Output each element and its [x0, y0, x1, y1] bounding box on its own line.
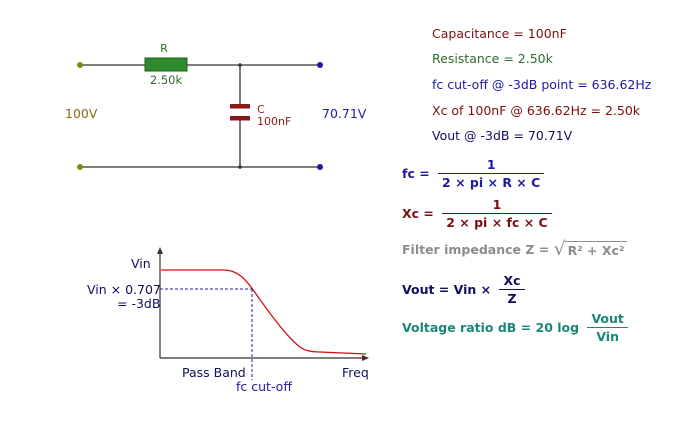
voltage-ratio-denominator: Vin	[596, 329, 619, 344]
capacitor-value: 100nF	[257, 115, 291, 128]
fc-formula-lhs: fc =	[402, 166, 430, 181]
xc-formula-denominator: 2 × pi × fc × C	[446, 215, 548, 230]
impedance-radicand: R² + Xc²	[564, 241, 628, 258]
capacitor-plate-bottom	[230, 116, 250, 121]
capacitance-result: Capacitance = 100nF	[432, 26, 567, 41]
level-label-line2: = -3dB	[117, 296, 160, 311]
resistor-label: R	[160, 42, 168, 55]
output-node-bottom	[317, 164, 323, 170]
xc-formula-numerator: 1	[442, 197, 552, 214]
graph-y-label: Vin	[131, 256, 151, 271]
vout-text: Vout @ -3dB = 70.71V	[432, 128, 573, 143]
square-root-icon: √ R² + Xc²	[554, 240, 628, 259]
voltage-ratio-numerator: Vout	[587, 311, 628, 328]
fc-formula: fc = 1 2 × pi × R × C	[402, 157, 545, 190]
output-node-top	[317, 62, 323, 68]
xc-text: Xc of 100nF @ 636.62Hz = 2.50k	[432, 103, 641, 118]
rc-circuit: R 2.50k C 100nF 100V 70.71V	[65, 42, 367, 170]
resistance-text: Resistance = 2.50k	[432, 51, 553, 66]
junction-top	[238, 63, 242, 67]
vout-formula: Vout = Vin × Xc Z	[402, 273, 525, 306]
voltage-ratio-fraction: Vout Vin	[587, 311, 628, 344]
pass-band-label: Pass Band	[182, 365, 246, 380]
input-voltage-label: 100V	[65, 106, 98, 121]
resistor	[144, 57, 188, 72]
circuit-wires	[80, 64, 320, 168]
input-node-top	[77, 62, 83, 68]
vout-formula-lhs: Vout = Vin ×	[402, 282, 492, 297]
capacitor-plate-top	[230, 104, 250, 109]
capacitor-label: C	[257, 103, 265, 116]
xc-formula-fraction: 1 2 × pi × fc × C	[442, 197, 552, 230]
xc-result: Xc of 100nF @ 636.62Hz = 2.50k	[432, 103, 640, 118]
capacitance-text: Capacitance = 100nF	[432, 26, 567, 41]
fc-formula-fraction: 1 2 × pi × R × C	[438, 157, 545, 190]
voltage-ratio-formula: Voltage ratio dB = 20 log Vout Vin	[402, 311, 628, 344]
x-axis-arrow	[362, 355, 369, 361]
vout-formula-denominator: Z	[507, 291, 517, 306]
output-voltage-label: 70.71V	[322, 106, 367, 121]
resistor-value: 2.50k	[150, 73, 183, 87]
frequency-response-graph: Vin Vin × 0.707 = -3dB Pass Band fc cut-…	[87, 247, 369, 394]
vout-formula-numerator: Xc	[499, 273, 525, 290]
xc-formula: Xc = 1 2 × pi × fc × C	[402, 197, 552, 230]
junction-bottom	[238, 165, 242, 169]
fc-formula-denominator: 2 × pi × R × C	[442, 175, 541, 190]
vout-result: Vout @ -3dB = 70.71V	[432, 128, 572, 143]
fc-result: fc cut-off @ -3dB point = 636.62Hz	[432, 77, 651, 92]
level-label-line1: Vin × 0.707	[87, 282, 161, 297]
cutoff-label: fc cut-off	[236, 379, 292, 394]
voltage-ratio-lhs: Voltage ratio dB = 20 log	[402, 320, 580, 335]
input-node-bottom	[77, 164, 83, 170]
xc-formula-lhs: Xc =	[402, 206, 434, 221]
impedance-formula: Filter impedance Z = √ R² + Xc²	[402, 240, 628, 259]
fc-text: fc cut-off @ -3dB point = 636.62Hz	[432, 77, 652, 92]
impedance-formula-lhs: Filter impedance Z =	[402, 242, 550, 257]
graph-x-label: Freq	[342, 365, 369, 380]
vout-formula-fraction: Xc Z	[499, 273, 525, 306]
resistance-result: Resistance = 2.50k	[432, 51, 553, 66]
y-axis-arrow	[157, 247, 163, 254]
response-curve	[161, 269, 367, 355]
fc-formula-numerator: 1	[438, 157, 545, 174]
